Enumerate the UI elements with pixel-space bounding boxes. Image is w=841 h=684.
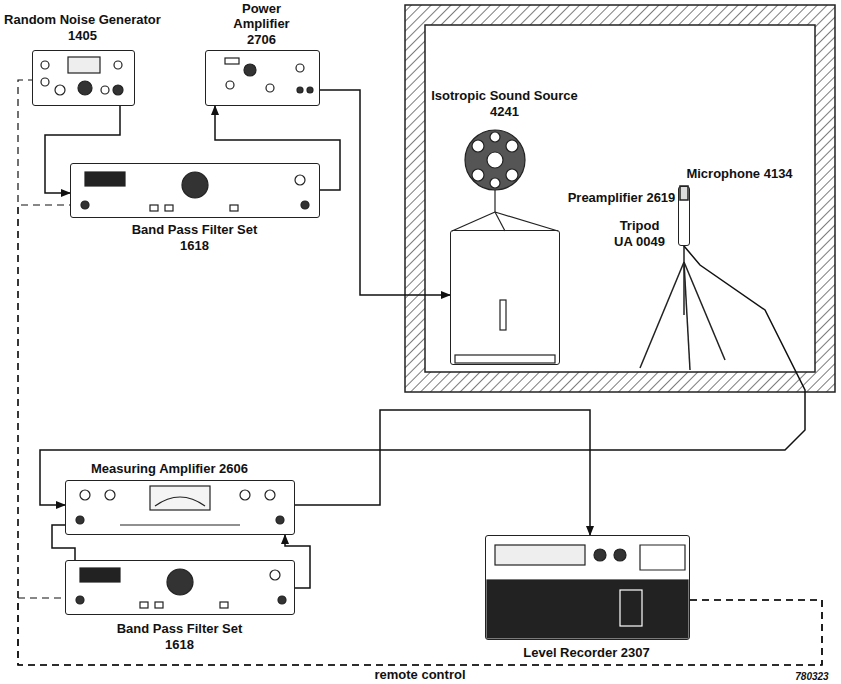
device-label: Measuring Amplifier 2606 [91,461,248,476]
device-box: Microphone 4134Preamplifier 2619TripodUA… [678,186,690,246]
device-label: 1405 [68,28,97,43]
level-recorder-body [487,545,688,638]
signal-cable [215,106,340,190]
device-box: Random Noise Generator1405 [32,50,135,106]
signal-cable [52,525,75,560]
device-label: Band Pass Filter Set [117,621,243,636]
device-label: Power Amplifier [222,1,302,31]
signal-cable [320,90,450,295]
device-label: UA 0049 [614,234,665,249]
remote-control-line [18,80,822,665]
device-label: Tripod [620,218,660,233]
device-label: 4241 [490,104,519,119]
device-label: 1618 [165,637,194,652]
line-label: remote control [371,667,468,682]
power-amplifier-panel [225,58,313,93]
device-label: Preamplifier 2619 [568,190,676,205]
figure-number: 780323 [792,669,831,684]
device-box: Band Pass Filter Set1618 [70,163,320,218]
microphone-tripod [640,186,725,370]
remote-control-line [18,205,822,665]
filter-panel [76,568,286,608]
device-label: 1618 [180,238,209,253]
signal-cable [285,535,310,588]
device-label: Microphone 4134 [686,166,792,181]
remote-control-line [18,598,822,665]
room-wall [405,5,835,392]
signal-cable [40,246,805,505]
device-label: Band Pass Filter Set [132,222,258,237]
device-box: Measuring Amplifier 2606 [65,480,295,535]
signal-cable [45,106,120,193]
device-label: Random Noise Generator [4,12,161,27]
device-label: Isotropic Sound Source [431,88,578,103]
device-box: Power Amplifier2706 [205,50,320,106]
device-label: 2706 [247,32,276,47]
signal-cable [295,410,590,535]
device-label: Level Recorder 2307 [523,645,649,660]
device-box: Level Recorder 2307 [485,535,690,640]
device-box: Isotropic Sound Source4241 [450,230,560,365]
measuring-amplifier-panel [76,486,284,525]
dodecahedron-speaker [452,130,558,363]
filter-panel [81,172,309,211]
device-box: Band Pass Filter Set1618 [65,560,295,615]
noise-generator-panel [41,57,123,95]
